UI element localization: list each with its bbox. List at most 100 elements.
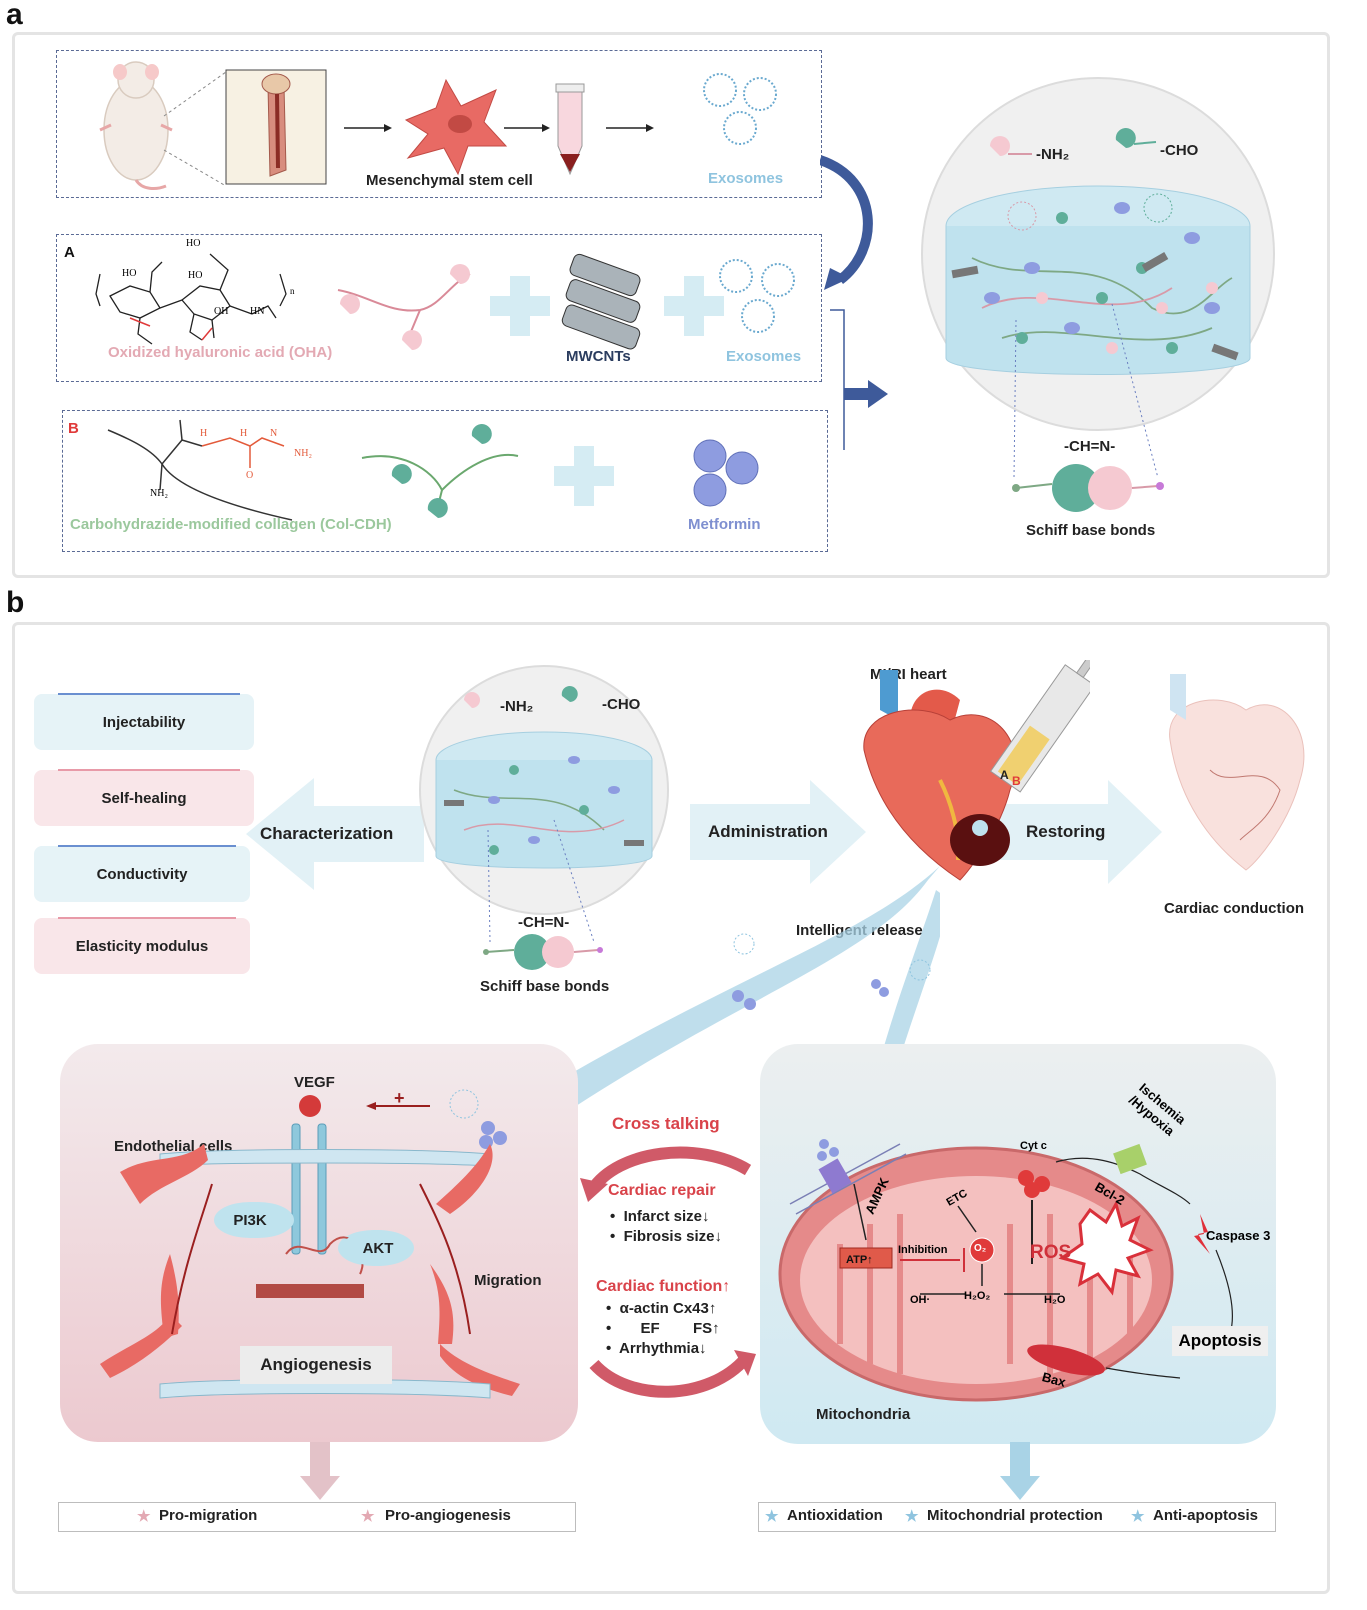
panel-a-connector-arrows	[820, 155, 888, 450]
function-item-1: • α-actin Cx43↑	[606, 1300, 717, 1317]
syringe-b: B	[1012, 774, 1021, 788]
femur-icon	[225, 69, 327, 185]
chem-hn: HN	[250, 306, 265, 317]
schiff-bond-icon-a	[1012, 464, 1164, 512]
restoring-arrow	[994, 780, 1162, 884]
cytc-label: Cyt c	[1020, 1140, 1047, 1152]
chem-o: O	[246, 470, 254, 481]
metformin-icon	[693, 439, 759, 507]
bond-label-a: -CH=N-	[1064, 438, 1116, 455]
col-cdh-structure-icon	[107, 419, 293, 521]
schiff-label-b: Schiff base bonds	[480, 978, 610, 995]
cardiac-repair-title: Cardiac repair	[608, 1182, 716, 1199]
h2o-label: H₂O	[1044, 1294, 1066, 1306]
apoptosis-label: Apoptosis	[1172, 1326, 1268, 1356]
cho-label-b: -CHO	[602, 696, 641, 713]
release-streams	[510, 866, 940, 1130]
chem-ho3: HO	[188, 270, 203, 281]
chem-nh2-chain: NH₂	[150, 488, 168, 499]
left-down-arrow	[300, 1442, 340, 1500]
cho-label-a: -CHO	[1160, 142, 1199, 159]
oha-structure-icon	[95, 253, 287, 345]
angiogenesis-label: Angiogenesis	[240, 1346, 392, 1384]
cardiac-function-title: Cardiac function↑	[596, 1278, 731, 1295]
outcome-antioxidation: Antioxidation	[787, 1507, 883, 1524]
akt-node: AKT	[342, 1230, 414, 1266]
syringe-a: A	[1000, 768, 1009, 782]
row-a-tag: A	[64, 244, 75, 261]
schiff-label-a: Schiff base bonds	[1026, 522, 1156, 539]
chem-n-h: N	[270, 428, 278, 439]
caspase-label: Caspase 3	[1206, 1228, 1271, 1243]
panel-b-letter: b	[6, 586, 25, 619]
h2o2-label: H₂O₂	[964, 1290, 991, 1302]
outcome-pro-migration: Pro-migration	[159, 1507, 258, 1524]
mitochondria-label: Mitochondria	[816, 1406, 911, 1423]
characterization-arrow	[246, 778, 424, 890]
repair-item-1: • Infarct size↓	[610, 1208, 710, 1225]
row-b-graphics	[107, 419, 759, 521]
hydrogel-small-icon	[419, 665, 669, 943]
outcomes-left-box: ★ Pro-migration ★ Pro-angiogenesis	[58, 1502, 576, 1532]
characterization-label: Characterization	[260, 824, 394, 843]
migration-label: Migration	[474, 1272, 542, 1289]
outcome-anti-apoptosis: Anti-apoptosis	[1153, 1507, 1258, 1524]
nh2-label-a: -NH₂	[1036, 146, 1070, 163]
mitochondria-graphics	[778, 1139, 1233, 1402]
outcome-pro-angiogenesis: Pro-angiogenesis	[385, 1507, 511, 1524]
right-down-arrow	[1000, 1442, 1040, 1500]
function-item-3: • Arrhythmia↓	[606, 1340, 707, 1357]
plus-sign: +	[394, 1088, 405, 1108]
chem-ho2: HO	[186, 238, 201, 249]
mwcnt-icon	[561, 253, 641, 350]
msc-row-graphics	[99, 61, 654, 190]
panel-a-letter: a	[6, 0, 23, 31]
row-a-graphics	[95, 253, 724, 350]
cross-talk-arrows	[580, 1146, 756, 1398]
repair-item-2: • Fibrosis size↓	[610, 1228, 722, 1245]
prop-self-healing: Self-healing	[34, 769, 254, 826]
chem-ho1: HO	[122, 268, 137, 279]
cross-talking-title: Cross talking	[612, 1114, 720, 1133]
row-b-tag: B	[68, 420, 79, 437]
bond-label-b: -CH=N-	[518, 914, 570, 931]
prop-conductivity: Conductivity	[34, 845, 250, 902]
prop-injectability: Injectability	[34, 693, 254, 750]
hydrogel-large-icon	[921, 77, 1275, 479]
o2-label: O₂	[974, 1243, 987, 1254]
chem-nh2-red: NH₂	[294, 448, 312, 459]
exosomes-label-row1: Exosomes	[708, 170, 784, 187]
administration-label: Administration	[708, 822, 828, 841]
metformin-label: Metformin	[688, 516, 761, 533]
pi3k-node: PI3K	[214, 1202, 286, 1238]
function-item-2: • EF FS↑	[606, 1320, 720, 1337]
cardiac-conduction-label: Cardiac conduction	[1164, 900, 1305, 917]
msc-label: Mesenchymal stem cell	[366, 172, 533, 189]
schiff-bond-icon-b	[483, 934, 603, 970]
oha-label: Oxidized hyaluronic acid (OHA)	[108, 344, 333, 361]
col-chain-icon	[361, 453, 519, 492]
exosomes-label-rowA: Exosomes	[726, 348, 802, 365]
restoring-label: Restoring	[1026, 822, 1106, 841]
prop-elasticity: Elasticity modulus	[34, 917, 250, 974]
mwcnts-label: MWCNTs	[566, 348, 631, 365]
ros-label: ROS	[1030, 1242, 1072, 1263]
centrifuge-tube-icon	[555, 83, 585, 176]
col-cdh-label: Carbohydrazide-modified collagen (Col-CD…	[70, 516, 392, 533]
rat-icon	[99, 61, 173, 190]
chem-oh: OH	[214, 306, 229, 317]
administration-arrow	[690, 780, 866, 884]
vegf-label: VEGF	[294, 1074, 335, 1091]
chem-n: n	[290, 286, 295, 296]
syringe-icon	[989, 660, 1090, 793]
atp-label: ATP↑	[846, 1254, 873, 1266]
restored-heart-icon	[1169, 674, 1305, 871]
outcomes-right-box: ★ Antioxidation ★ Mitochondrial protecti…	[758, 1502, 1276, 1532]
outcome-mito-protection: Mitochondrial protection	[927, 1507, 1103, 1524]
chem-h2: H	[240, 428, 248, 439]
exosomes-icon-row1	[703, 73, 777, 145]
nh2-label-b: -NH₂	[500, 698, 534, 715]
mi-heart-icon	[863, 660, 1090, 881]
exosomes-icon-rowA	[719, 259, 795, 333]
chem-h1: H	[200, 428, 208, 439]
